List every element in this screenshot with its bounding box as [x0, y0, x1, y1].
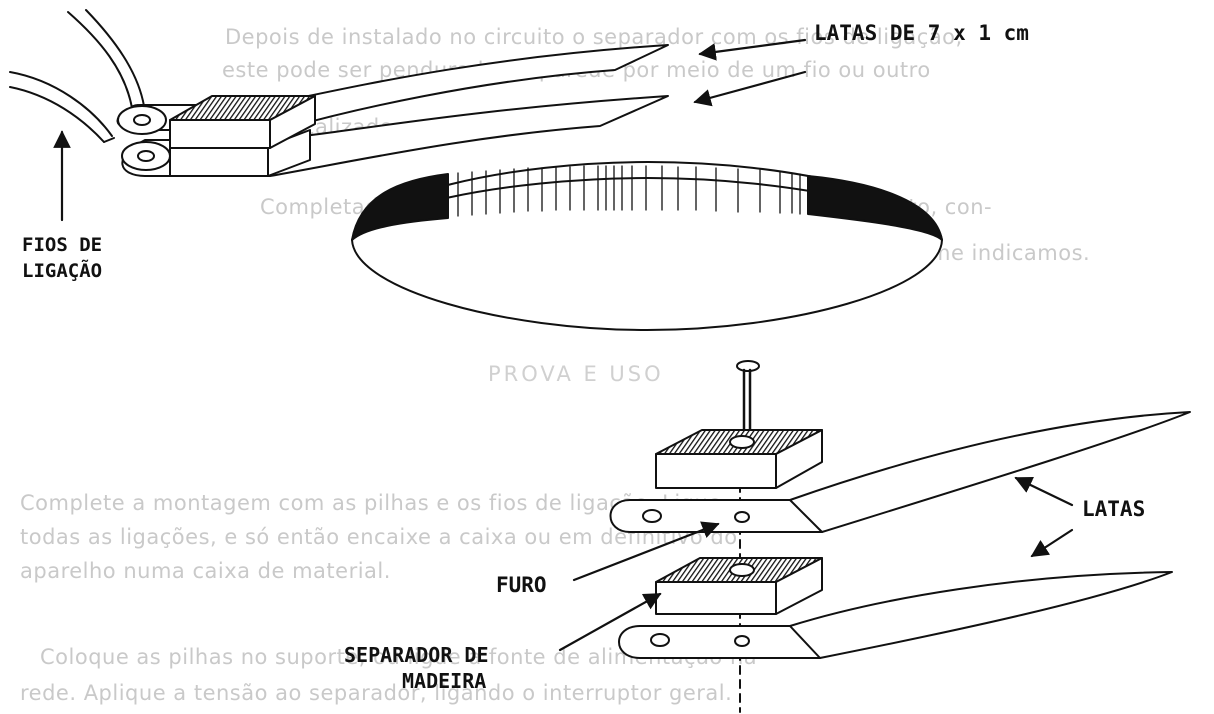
- arrow-latas-bottom-1: [1014, 476, 1074, 507]
- top-assembly: [9, 9, 669, 177]
- label-furo: FURO: [496, 573, 547, 597]
- label-separador-line2: MADEIRA: [402, 669, 487, 693]
- arrow-separador: [558, 592, 662, 652]
- label-latas-7x1: LATAS DE 7 x 1 cm: [814, 21, 1029, 45]
- ring-hoop: [351, 161, 943, 331]
- wooden-block-lower: [169, 129, 311, 177]
- metal-strip-bottom-upper: [609, 411, 1191, 533]
- wooden-block-top: [655, 429, 823, 489]
- wooden-block-upper: [169, 95, 316, 149]
- label-latas: LATAS: [1082, 497, 1146, 521]
- label-fios-line2: LIGAÇÃO: [22, 260, 103, 282]
- connection-wire-lower: [9, 71, 115, 143]
- wooden-block-bottom: [655, 557, 823, 615]
- callout-arrows: [53, 38, 1074, 652]
- background-line: aparelho numa caixa de material.: [20, 559, 391, 583]
- arrow-latas-top-1: [698, 38, 807, 61]
- background-line: Complete a montagem com as pilhas e os f…: [20, 491, 722, 515]
- connection-wire-upper: [67, 9, 146, 114]
- arrow-latas-bottom-2: [1030, 528, 1074, 558]
- background-line: rede. Aplique a tensão ao separador, lig…: [20, 681, 733, 705]
- arrow-furo: [572, 521, 720, 582]
- exploded-assembly: [609, 360, 1191, 713]
- background-line: Depois de instalado no circuito o separa…: [225, 25, 963, 49]
- label-fios-line1: FIOS DE: [22, 234, 103, 256]
- background-heading: PROVA E USO: [488, 362, 664, 386]
- arrow-latas-top-2: [693, 70, 807, 107]
- label-separador-line1: SEPARADOR DE: [344, 643, 489, 667]
- metal-strip-bottom-lower: [618, 571, 1173, 659]
- screw: [736, 360, 760, 439]
